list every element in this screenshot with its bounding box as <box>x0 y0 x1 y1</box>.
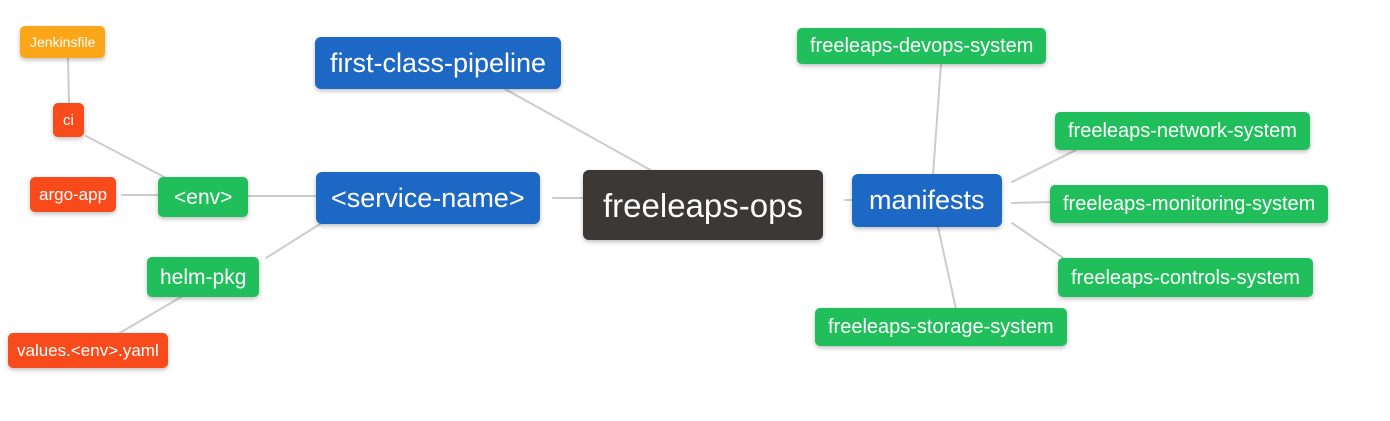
node-helm-pkg[interactable]: helm-pkg <box>147 257 260 297</box>
node-freeleaps-ops[interactable]: freeleaps-ops <box>583 170 823 240</box>
node-manifests[interactable]: manifests <box>852 174 1002 227</box>
node-service-name[interactable]: <service-name> <box>316 172 540 224</box>
node-freeleaps-controls-system[interactable]: freeleaps-controls-system <box>1058 258 1313 297</box>
node-freeleaps-network-system[interactable]: freeleaps-network-system <box>1055 112 1310 150</box>
node-argo-app[interactable]: argo-app <box>30 177 117 212</box>
node-values-env-yaml[interactable]: values.<env>.yaml <box>8 333 168 368</box>
edge-pipeline-freeleaps-ops <box>504 88 655 173</box>
node-first-class-pipeline[interactable]: first-class-pipeline <box>315 37 562 89</box>
node-env[interactable]: <env> <box>158 177 249 217</box>
edge-manifests-storage <box>937 226 957 310</box>
edge-jenkinsfile-ci <box>67 57 70 104</box>
edge-ci-env <box>85 135 167 179</box>
edge-helm-pkg-values <box>117 296 182 335</box>
edge-service-name-helm-pkg <box>265 223 321 259</box>
edge-manifests-network <box>1011 149 1077 183</box>
edge-manifests-monitoring <box>1011 201 1053 204</box>
edge-manifests-devops <box>932 63 942 176</box>
node-freeleaps-monitoring-system[interactable]: freeleaps-monitoring-system <box>1050 185 1329 223</box>
edge-manifests-controls <box>1011 222 1073 265</box>
node-freeleaps-devops-system[interactable]: freeleaps-devops-system <box>797 28 1047 64</box>
node-freeleaps-storage-system[interactable]: freeleaps-storage-system <box>815 308 1067 346</box>
node-ci[interactable]: ci <box>53 103 84 137</box>
node-jenkinsfile[interactable]: Jenkinsfile <box>20 26 106 58</box>
